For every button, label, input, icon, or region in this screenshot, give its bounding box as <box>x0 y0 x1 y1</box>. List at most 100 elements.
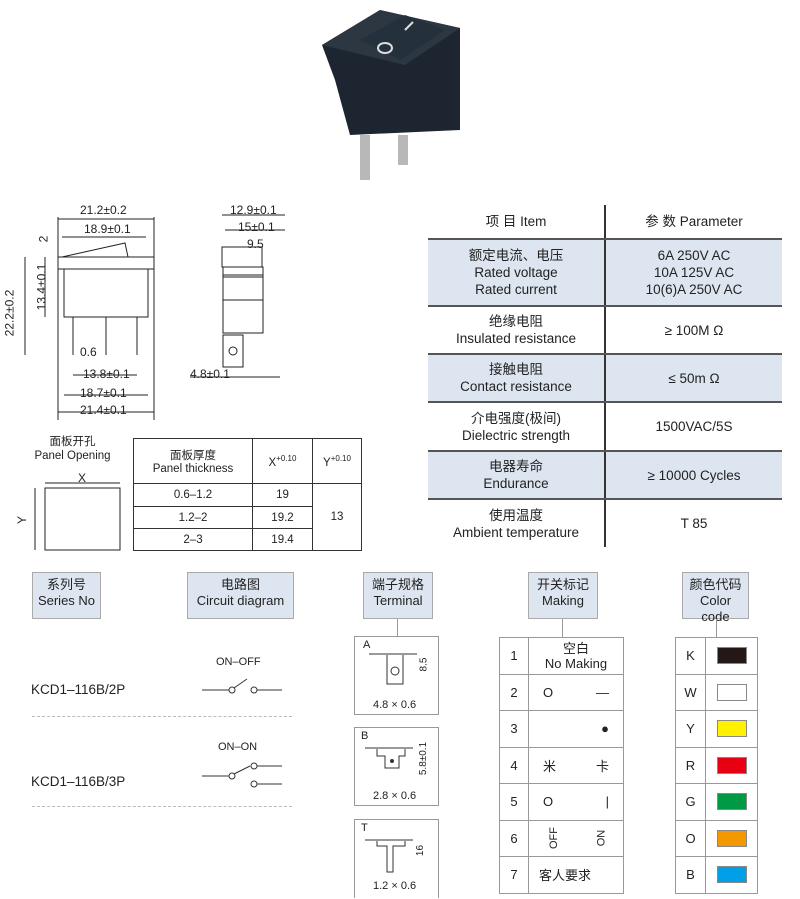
marking-on-symbol: — <box>596 684 609 700</box>
title-en: Panel Opening <box>34 450 111 462</box>
value: ≥ 10000 Cycles <box>605 451 782 500</box>
item-en: Endurance <box>483 476 549 491</box>
item-cn: 介电强度(极间) <box>471 410 561 426</box>
cn: 开关标记 <box>536 577 589 592</box>
panel-x-label: X <box>78 471 87 485</box>
color-row: R <box>675 746 758 784</box>
color-swatch <box>716 756 747 774</box>
series-3p: KCD1–116B/3P <box>31 774 126 789</box>
panel-y-label: Y <box>15 515 30 525</box>
spec-header-item: 项 目 Item <box>428 205 606 240</box>
item-cn: 额定电流、电压 <box>468 248 564 263</box>
cn: 系列号 <box>46 577 86 592</box>
x-value: 19.4 <box>252 528 313 551</box>
terminal-code: A <box>363 639 371 651</box>
value: 6A 250V AC <box>657 248 731 263</box>
making-number: 6 <box>499 819 529 857</box>
value: 10A 125V AC <box>653 265 735 280</box>
x-header: X <box>268 456 277 469</box>
dim-body-height: 13.4±0.1 <box>34 263 49 311</box>
marking-off-symbol: O <box>543 794 554 810</box>
dim-body-width: 18.7±0.1 <box>80 386 127 400</box>
terminal-size: 1.2 × 0.6 <box>373 880 417 892</box>
cn: 颜色代码 <box>689 577 742 592</box>
value: 10(6)A 250V AC <box>645 282 743 297</box>
dim-total-height: 22.2±0.2 <box>2 289 17 337</box>
terminal-dim: 16 <box>415 844 427 857</box>
color-swatch <box>716 793 747 811</box>
making-number: 7 <box>499 856 529 894</box>
color-swatch <box>716 683 747 701</box>
dim-overall-bottom: 21.4±0.1 <box>80 403 127 417</box>
rocker-switch-photo <box>322 10 460 180</box>
dim-side-rocker: 9.5 <box>247 237 264 251</box>
dim-terminal-width: 4.8±0.1 <box>190 367 230 381</box>
item-cn: 绝缘电阻 <box>489 314 543 329</box>
marking-en: No Making <box>544 655 608 671</box>
dim-side-top: 12.9±0.1 <box>230 203 277 217</box>
making-number: 4 <box>499 746 529 784</box>
terminal-t-icon <box>365 839 413 873</box>
thickness: 2–3 <box>133 528 253 551</box>
color-row: K <box>675 637 758 675</box>
color-row: O <box>675 819 758 857</box>
terminal-size: 2.8 × 0.6 <box>373 790 417 802</box>
front-view-drawing <box>24 217 155 420</box>
connector-line <box>397 619 398 636</box>
divider <box>32 716 292 717</box>
terminal-b-icon <box>365 747 413 769</box>
series-2p: KCD1–116B/2P <box>31 682 126 697</box>
terminal-dim: 5.8±0.1 <box>418 741 430 776</box>
terminal-code: T <box>361 822 368 834</box>
spec-row: 介电强度(极间)Dielectric strength 1500VAC/5S <box>428 402 782 452</box>
en: Series No <box>37 593 96 608</box>
thickness-en: Panel thickness <box>152 463 234 475</box>
terminal-a: A 8.5 4.8 × 0.6 <box>354 636 439 715</box>
color-row: G <box>675 783 758 821</box>
marking-on-symbol: ON <box>594 830 607 847</box>
making-row: 3● <box>499 710 624 748</box>
circuit-label-on-off: ON–OFF <box>216 656 261 668</box>
item-cn: 使用温度 <box>489 507 543 523</box>
item-en: Insulated resistance <box>455 331 577 346</box>
terminal-t: T 16 1.2 × 0.6 <box>354 819 439 898</box>
making-number: 5 <box>499 783 529 821</box>
marking-custom: 客人要求 <box>528 856 624 894</box>
terminal-size: 4.8 × 0.6 <box>373 699 417 711</box>
side-view-drawing <box>190 214 285 378</box>
making-number: 3 <box>499 710 529 748</box>
color-swatch <box>716 720 747 738</box>
circuit-on-off-icon <box>202 678 282 694</box>
item-en: Ambient temperature <box>452 524 580 540</box>
dim-rocker-width: 18.9±0.1 <box>84 222 131 236</box>
marking-off-symbol: O <box>543 684 554 700</box>
thickness-cn: 面板厚度 <box>170 450 216 462</box>
connector-line <box>562 619 563 637</box>
thickness: 1.2–2 <box>133 506 253 529</box>
color-code: G <box>675 783 706 821</box>
color-code: W <box>675 673 706 711</box>
cn: 端子规格 <box>371 577 424 592</box>
item-en: Rated current <box>475 282 557 297</box>
marking-cn: 空白 <box>562 640 589 656</box>
spec-header-parameter: 参 数 Parameter <box>605 205 782 240</box>
divider <box>32 806 292 807</box>
color-code: B <box>675 856 706 894</box>
item-en: Dielectric strength <box>461 427 571 443</box>
item-en: Rated voltage <box>474 265 558 280</box>
color-swatch <box>716 866 747 884</box>
color-code: Y <box>675 710 706 748</box>
panel-opening-diagram <box>34 482 121 551</box>
item-cn: 接触电阻 <box>489 362 543 377</box>
y-header: Y <box>323 456 331 469</box>
dim-pin-span: 13.8±0.1 <box>83 367 130 381</box>
